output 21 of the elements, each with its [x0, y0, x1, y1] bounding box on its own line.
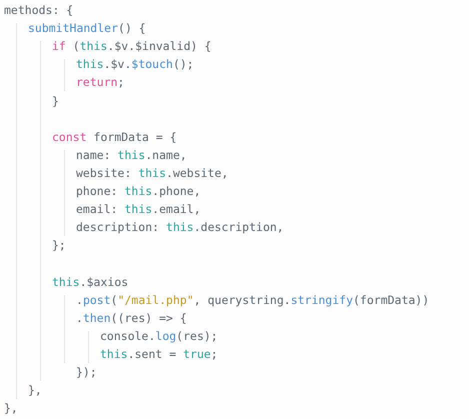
code-line: website: this.website,	[76, 166, 228, 181]
code-line: phone: this.phone,	[76, 184, 201, 199]
code-line: .then((res) => {	[76, 310, 187, 326]
code-line: this.$v.$touch();	[76, 57, 194, 72]
code-line: const formData = {	[52, 130, 177, 145]
code-line: }	[52, 94, 59, 108]
code-line: description: this.description,	[76, 220, 284, 236]
code-line: submitHandler() {	[28, 21, 146, 36]
code-line: if (this.$v.$invalid) {	[52, 39, 212, 54]
code-line: name: this.name,	[76, 148, 187, 163]
code-line: this.$axios	[52, 274, 128, 290]
code-line: this.sent = true;	[100, 346, 218, 362]
code-line: email: this.email,	[76, 202, 201, 218]
code-line: });	[76, 365, 97, 380]
code-line: },	[4, 401, 18, 416]
code-line: console.log(res);	[100, 328, 218, 344]
code-line: methods: {	[4, 3, 74, 18]
code-line: },	[28, 383, 42, 398]
code-line: .post("/mail.php", querystring.stringify(formData))	[76, 292, 430, 308]
code-line: return;	[76, 75, 124, 90]
code-line: };	[52, 238, 66, 254]
